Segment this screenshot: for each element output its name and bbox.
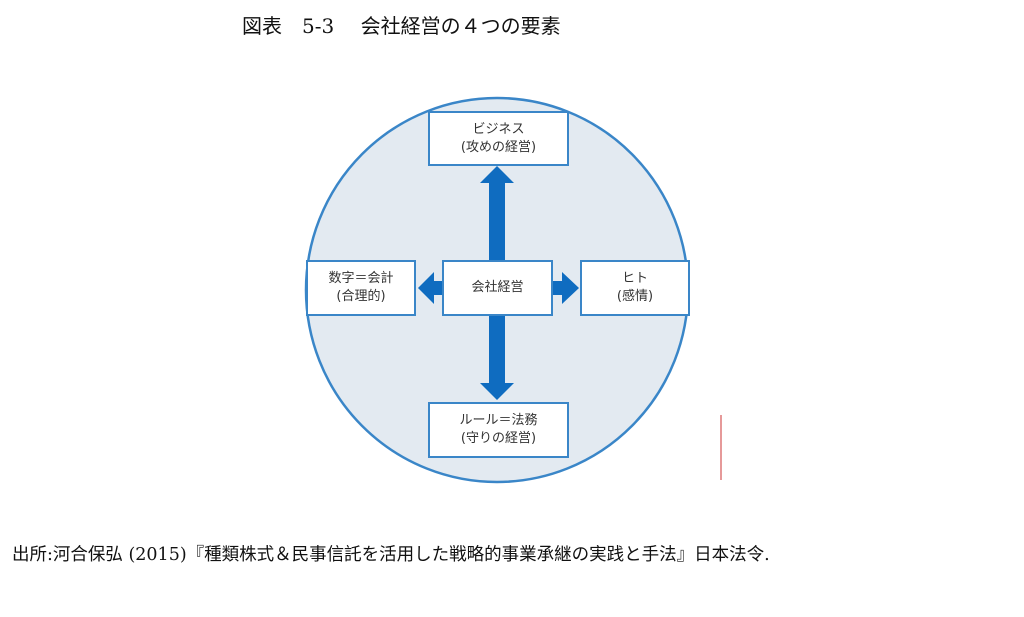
center-label: 会社経営 xyxy=(471,280,524,295)
people-sub: (感情) xyxy=(616,289,654,304)
business-label: ビジネス xyxy=(472,121,525,137)
figure-title: 図表 5-3 会社経営の４つの要素 xyxy=(242,14,561,38)
box-legal: ルール＝法務 (守りの経営) xyxy=(428,402,569,458)
arrow-right xyxy=(551,272,579,304)
accounting-label: 数字＝会計 xyxy=(328,271,394,286)
arrow-up xyxy=(480,166,514,262)
source-citation: 出所:河合保弘 (2015)『種類株式＆民事信託を活用した戦略的事業承継の実践と… xyxy=(12,545,770,565)
people-label: ヒト xyxy=(621,271,648,286)
arrow-down xyxy=(480,314,514,400)
box-people: ヒト (感情) xyxy=(580,260,690,316)
business-sub: (攻めの経営) xyxy=(460,139,537,155)
box-business: ビジネス (攻めの経営) xyxy=(428,111,569,166)
box-center: 会社経営 xyxy=(442,260,553,316)
arrow-left xyxy=(418,272,444,304)
accounting-sub: (合理的) xyxy=(336,289,386,304)
box-accounting: 数字＝会計 (合理的) xyxy=(306,260,416,316)
legal-label: ルール＝法務 xyxy=(459,413,538,428)
legal-sub: (守りの経営) xyxy=(460,431,537,446)
